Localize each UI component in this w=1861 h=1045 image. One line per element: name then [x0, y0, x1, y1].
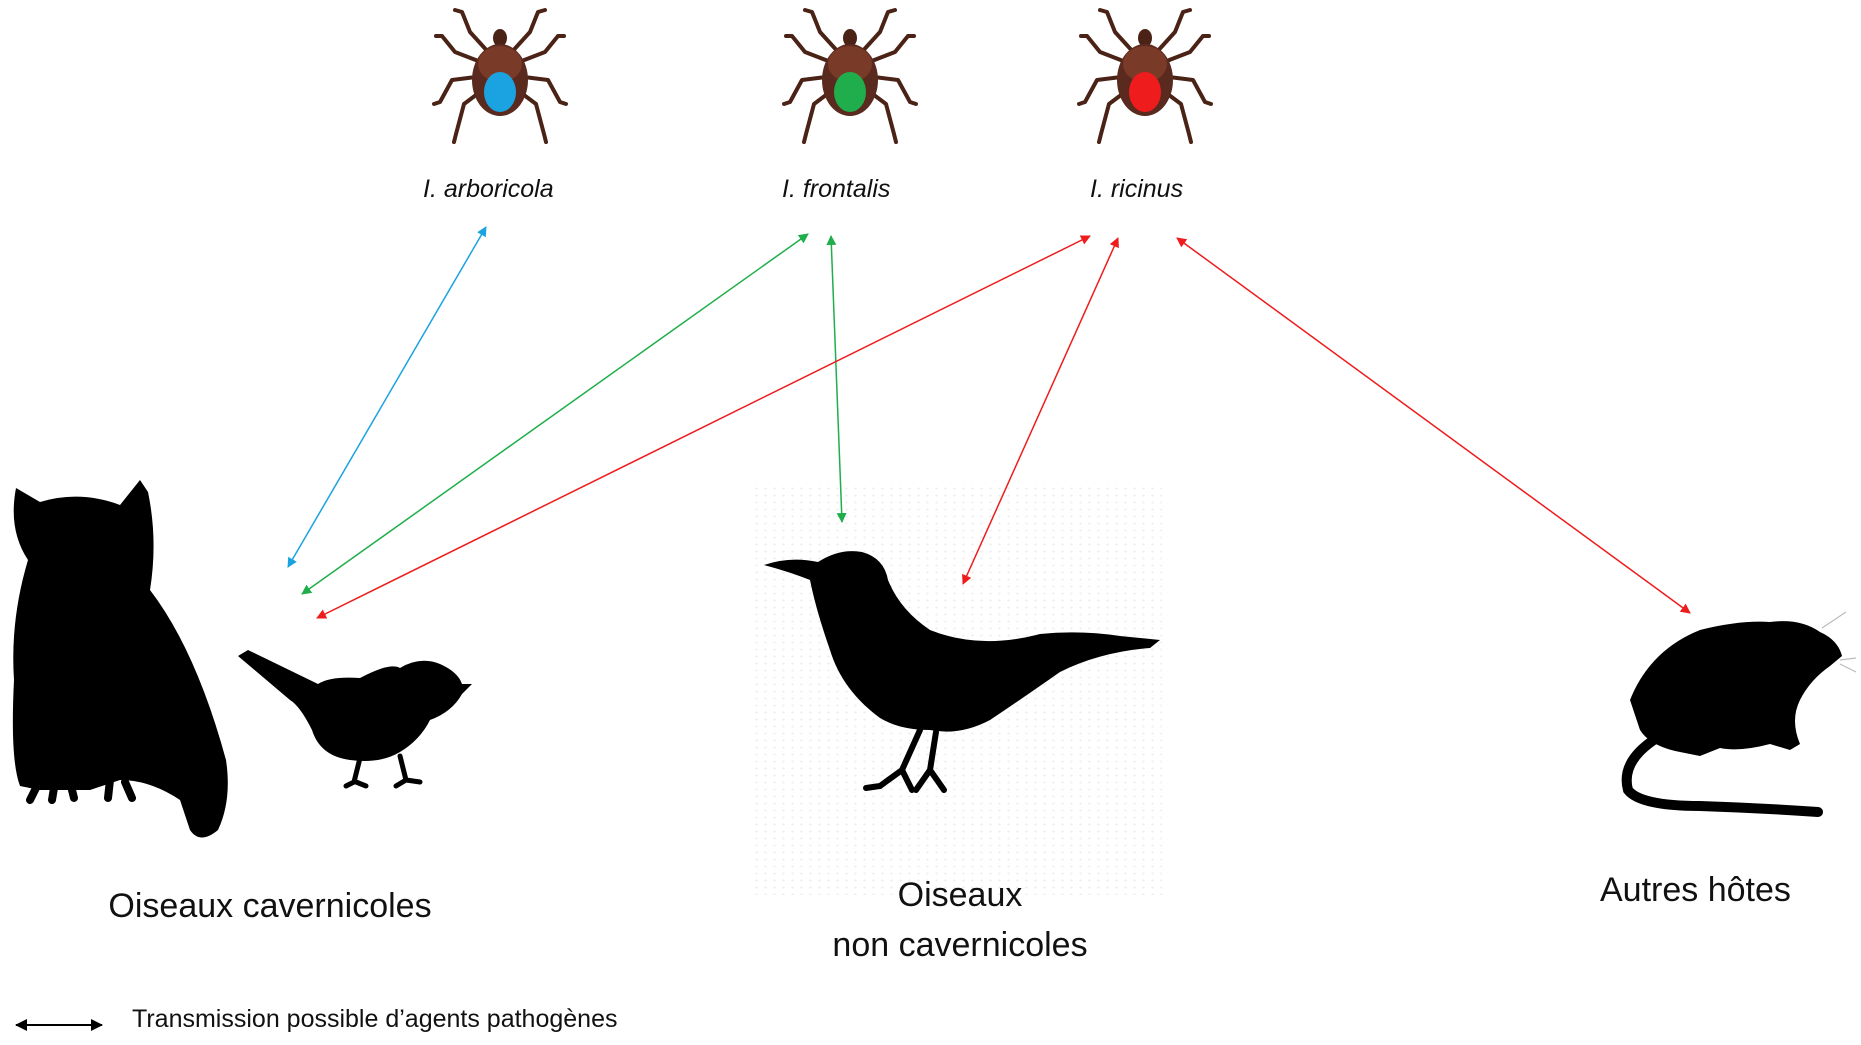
rodent-silhouette-icon: [1627, 612, 1856, 812]
tick-icon-ricinus: [1079, 10, 1211, 142]
host-label-cavity: Oiseaux cavernicoles: [90, 881, 450, 931]
owl-silhouette-icon: [13, 480, 228, 838]
tick-label-frontalis: I. frontalis: [782, 175, 890, 204]
link-frontalis-noncavity: [831, 236, 842, 522]
tit-silhouette-icon: [238, 650, 472, 786]
host-label-other: Autres hôtes: [1600, 865, 1861, 915]
host-label-noncavity-line2: non cavernicoles: [780, 920, 1140, 970]
legend-text: Transmission possible d’agents pathogène…: [132, 1005, 617, 1034]
link-ricinus-other: [1177, 238, 1690, 613]
legend: Transmission possible d’agents pathogène…: [14, 1005, 617, 1034]
tick-label-ricinus: I. ricinus: [1090, 175, 1183, 204]
blackbird-silhouette-icon: [764, 551, 1160, 790]
tick-icon-frontalis: [784, 10, 916, 142]
link-ricinus-noncavity: [963, 238, 1118, 584]
tick-icon-arboricola: [434, 10, 566, 142]
host-label-noncavity-line1: Oiseaux: [780, 870, 1140, 920]
link-arboricola-cavity: [288, 227, 486, 567]
tick-label-arboricola: I. arboricola: [423, 175, 554, 204]
